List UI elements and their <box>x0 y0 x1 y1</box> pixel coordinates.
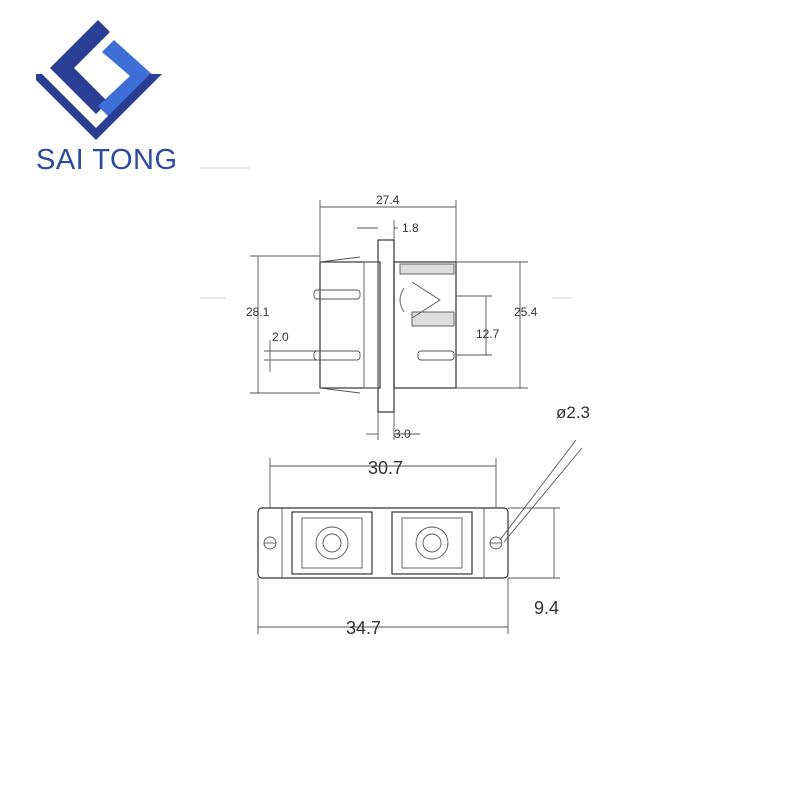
side-latch <box>399 281 441 319</box>
port-left-inner <box>301 517 363 569</box>
port-left <box>291 511 373 575</box>
port-left-ferrule-core <box>322 533 342 553</box>
side-view: 27.4 1.8 28.1 25.4 12.7 2.0 3.0 <box>246 193 538 441</box>
dim-height-body: 25.4 <box>514 305 538 319</box>
side-flange-inner <box>363 261 379 389</box>
dim-hole-diameter: ø2.3 <box>556 403 590 422</box>
dim-pin-offset: 2.0 <box>272 330 289 344</box>
port-left-ferrule <box>315 526 349 560</box>
dim-flange-thickness: 1.8 <box>402 221 419 235</box>
side-pin-bottom <box>313 350 361 361</box>
side-left-body <box>319 261 381 389</box>
leader-hole <box>503 447 583 543</box>
logo-light-chevron <box>98 40 154 118</box>
port-right-ferrule <box>415 526 449 560</box>
dim-width-total: 27.4 <box>376 193 400 207</box>
front-plate <box>257 507 509 579</box>
logo-base-chevron <box>36 74 162 140</box>
port-right-ferrule-core <box>422 533 442 553</box>
saitong-logo-icon <box>36 20 162 140</box>
dim-flange-offset: 3.0 <box>394 427 411 441</box>
dim-height-overall: 28.1 <box>246 305 270 319</box>
port-right-inner <box>401 517 463 569</box>
side-hatch-top <box>399 263 455 275</box>
side-left-bevel <box>319 256 361 263</box>
side-hatch-bottom <box>411 311 455 327</box>
side-right-body <box>393 261 457 389</box>
side-pin-right <box>417 350 455 361</box>
side-left-bevel <box>319 387 361 394</box>
port-right <box>391 511 473 575</box>
leader-hole <box>499 439 577 541</box>
dim-front-height: 9.4 <box>534 598 559 618</box>
dim-length-overall: 34.7 <box>346 618 381 638</box>
brand-name: SAI TONG <box>36 144 178 176</box>
side-pin-top <box>313 289 361 300</box>
dim-hole-spacing: 30.7 <box>368 458 403 478</box>
dim-pin-spacing: 12.7 <box>476 327 500 341</box>
logo-dark-chevron <box>50 20 110 114</box>
front-view: 30.7 34.7 9.4 ø2.3 <box>257 403 590 638</box>
